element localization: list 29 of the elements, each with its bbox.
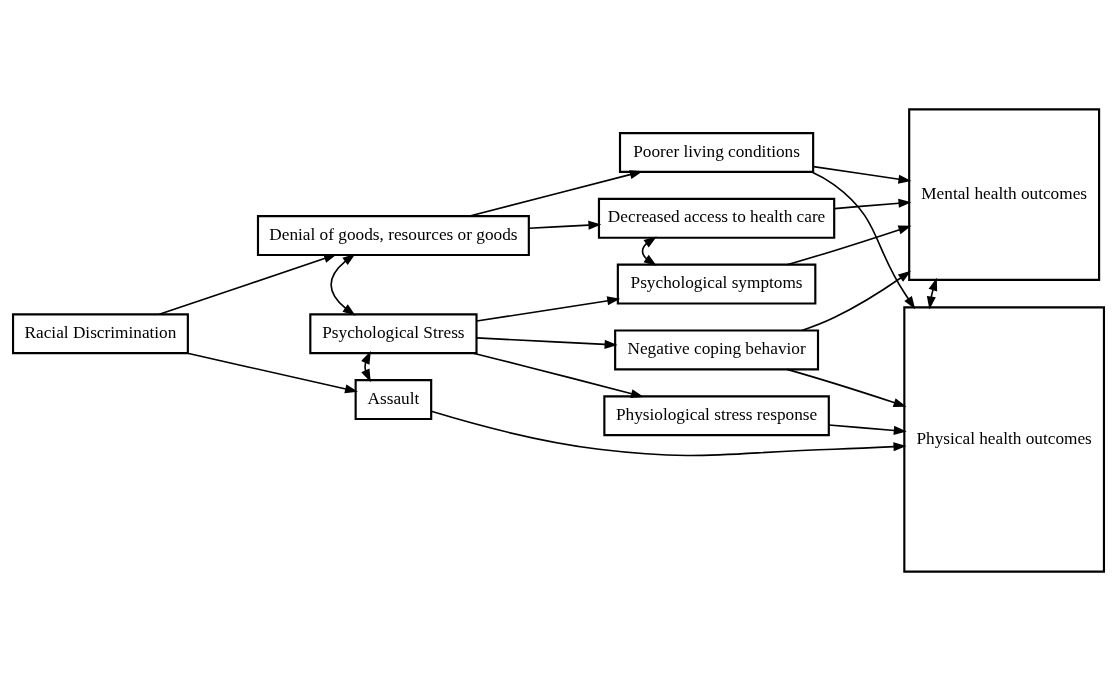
- node-box: Assault: [354, 378, 433, 420]
- node-box: Psychological Stress: [309, 312, 478, 354]
- node-box: Mental health outcomes: [908, 107, 1101, 281]
- arrow: [800, 270, 912, 331]
- node-box: Racial Discrimination: [11, 312, 189, 354]
- arrow: [833, 198, 912, 209]
- node-box: Physical health outcomes: [903, 305, 1106, 573]
- arrow: [828, 423, 907, 435]
- node-box: Psychological symptoms: [616, 263, 817, 305]
- node-box: Denial of goods, resources or goods: [256, 214, 530, 256]
- arrow: [330, 253, 356, 316]
- arrow: [810, 170, 916, 309]
- arrow: [786, 368, 907, 407]
- node-box: Decreased access to health care: [597, 197, 836, 239]
- arrow: [475, 336, 618, 349]
- arrow: [812, 165, 912, 184]
- node-box: Poorer living conditions: [618, 131, 815, 173]
- arrow: [158, 253, 337, 315]
- arrow: [475, 295, 621, 322]
- node-box: Physiological stress response: [603, 394, 830, 436]
- arrow: [641, 235, 657, 266]
- node-box: Negative coping behavior: [614, 328, 820, 370]
- arrow: [186, 351, 358, 393]
- arrow: [468, 169, 643, 217]
- arrow: [786, 225, 912, 265]
- arrow: [926, 277, 938, 309]
- arrow: [430, 410, 907, 456]
- arrow: [528, 220, 602, 230]
- arrow: [472, 351, 644, 398]
